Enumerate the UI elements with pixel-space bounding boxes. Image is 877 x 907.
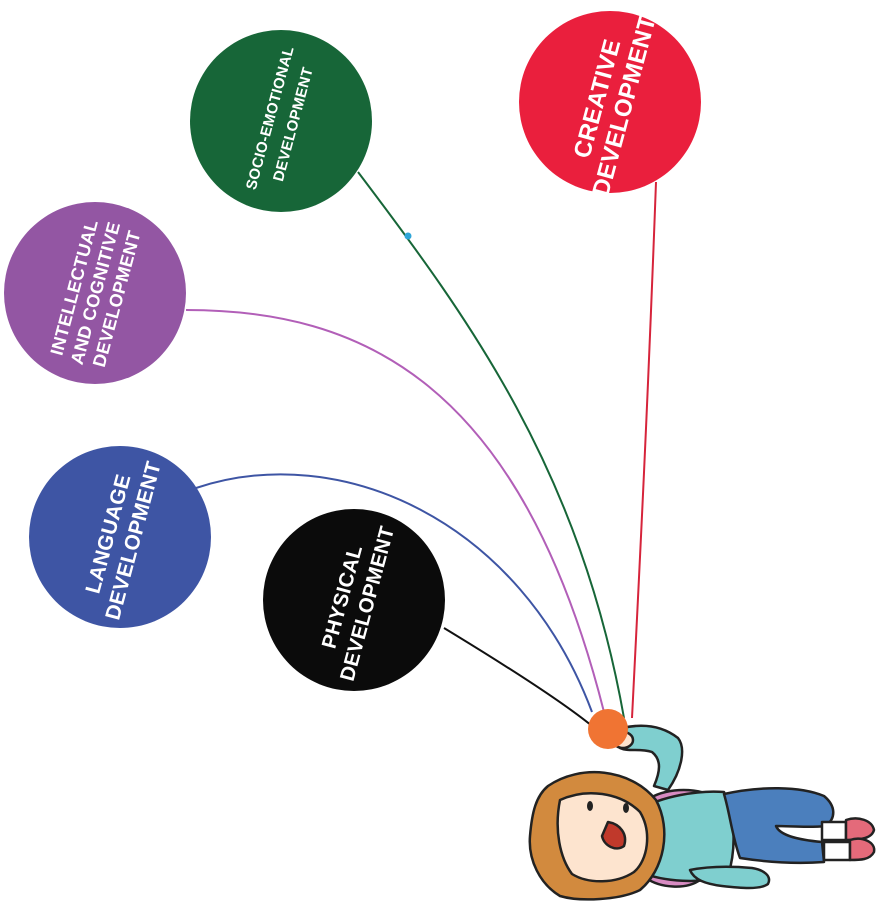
string-knot [588,709,628,749]
language-balloon-circle [29,446,211,628]
girl-shoe [844,817,876,842]
girl-eye [623,803,629,813]
creative-balloon-circle [519,11,701,193]
girl-lower-arm [688,865,771,890]
physical-balloon: PHYSICALDEVELOPMENT [263,509,445,691]
balloon-strings [185,171,657,727]
girl-eye [587,801,593,811]
intellectual-cognitive-balloon-circle [4,202,186,384]
creative-balloon: CREATIVEDEVELOPMENT [519,11,701,199]
intellectual-cognitive-balloon: INTELLECTUALAND COGNITIVEDEVELOPMENT [4,202,186,384]
girl-smile [600,820,627,850]
socio-emotional-balloon: SOCIO-EMOTIONALDEVELOPMENT [190,30,372,212]
balloons: SOCIO-EMOTIONALDEVELOPMENT CREATIVEDEVELO… [4,11,701,691]
physical-string [443,627,593,727]
creative-string [631,181,657,719]
language-balloon: LANGUAGEDEVELOPMENT [29,446,211,628]
physical-balloon-circle [263,509,445,691]
girl-sock [822,840,852,862]
girl-sock [820,820,848,842]
socio-emotional-balloon-circle [190,30,372,212]
girl-illustration [528,724,876,901]
girl-arm [618,724,684,792]
language-string [195,473,593,713]
girl-shoe [848,837,876,862]
string-dot [404,232,412,240]
girl-pants [722,786,835,865]
socio-emotional-string [357,171,625,719]
intellectual-cognitive-string [185,309,605,713]
